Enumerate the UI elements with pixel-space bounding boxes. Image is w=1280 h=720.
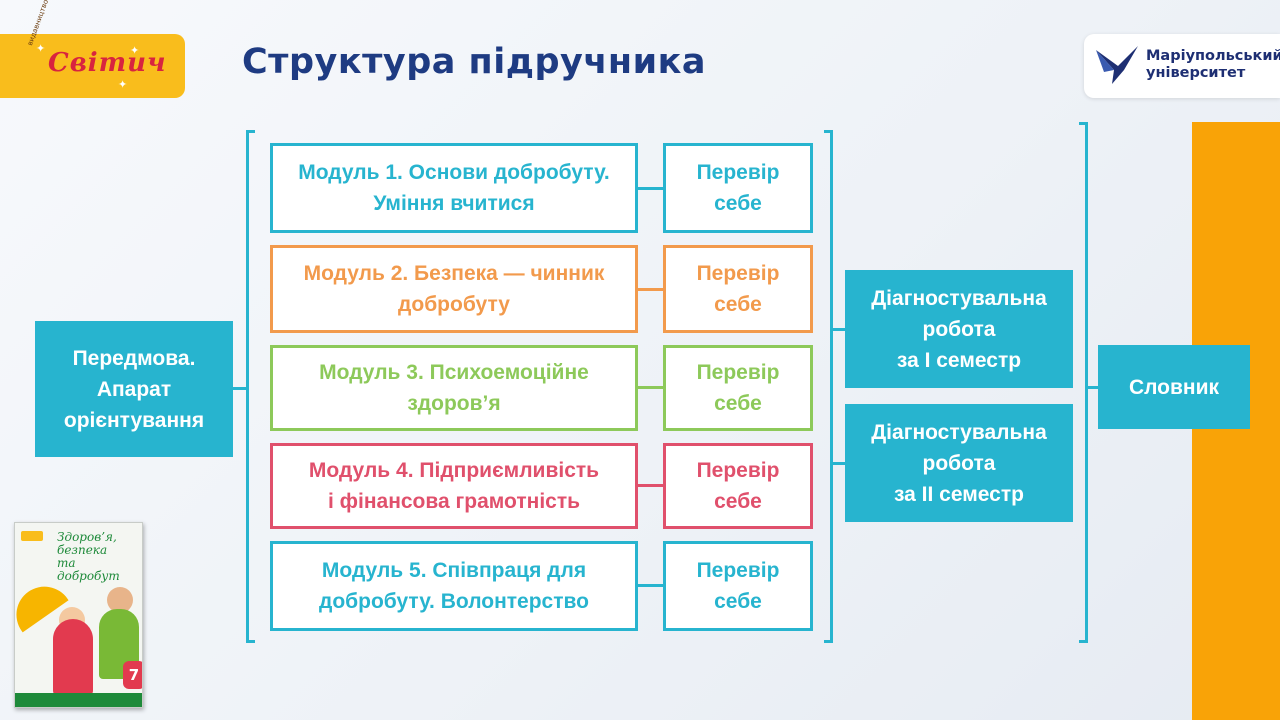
connector-line xyxy=(638,187,663,190)
publisher-badge: видавництво Світич ✦ ✦ ✦ xyxy=(0,0,185,98)
bracket-left-top xyxy=(246,130,255,133)
grade-badge: 7 xyxy=(123,661,142,689)
star-icon: ✦ xyxy=(36,42,46,55)
university-name: Маріупольський університет xyxy=(1146,48,1280,81)
bracket-right-top xyxy=(1079,122,1088,125)
bracket-middle-bottom xyxy=(824,640,833,643)
connector-line xyxy=(1088,386,1098,389)
bracket-left-bottom xyxy=(246,640,255,643)
textbook-cover-image: Здоров’я, безпека та добробут 7 xyxy=(14,522,143,708)
bracket-right xyxy=(1085,122,1088,643)
bracket-right-bottom xyxy=(1079,640,1088,643)
bracket-middle xyxy=(830,130,833,643)
connector-line xyxy=(638,484,663,487)
bird-icon xyxy=(1096,46,1138,84)
connector-line xyxy=(638,584,663,587)
publisher-name: Світич xyxy=(48,48,167,78)
glossary-box: Словник xyxy=(1098,345,1250,429)
connector-line xyxy=(833,462,845,465)
publisher-arc-text: видавництво xyxy=(26,0,51,47)
publisher-logo: видавництво Світич ✦ ✦ ✦ xyxy=(26,0,166,94)
publisher-mini-logo xyxy=(21,531,43,541)
connector-line xyxy=(233,387,249,390)
bracket-middle-top xyxy=(824,130,833,133)
bracket-left xyxy=(246,130,249,643)
connector-line xyxy=(833,328,845,331)
university-logo: Маріупольський університет xyxy=(1084,34,1280,98)
intro-box: Передмова. Апарат орієнтування xyxy=(35,321,233,457)
module-1-box: Модуль 1. Основи добробуту.Уміння вчитис… xyxy=(270,143,638,233)
connector-line xyxy=(638,386,663,389)
star-icon: ✦ xyxy=(118,78,128,91)
book-bottom-strip xyxy=(15,693,142,707)
page-title: Структура підручника xyxy=(242,42,706,82)
book-title: Здоров’я, безпека та добробут xyxy=(57,530,120,583)
star-icon: ✦ xyxy=(130,44,140,57)
connector-line xyxy=(638,288,663,291)
girl-illustration xyxy=(53,619,93,695)
